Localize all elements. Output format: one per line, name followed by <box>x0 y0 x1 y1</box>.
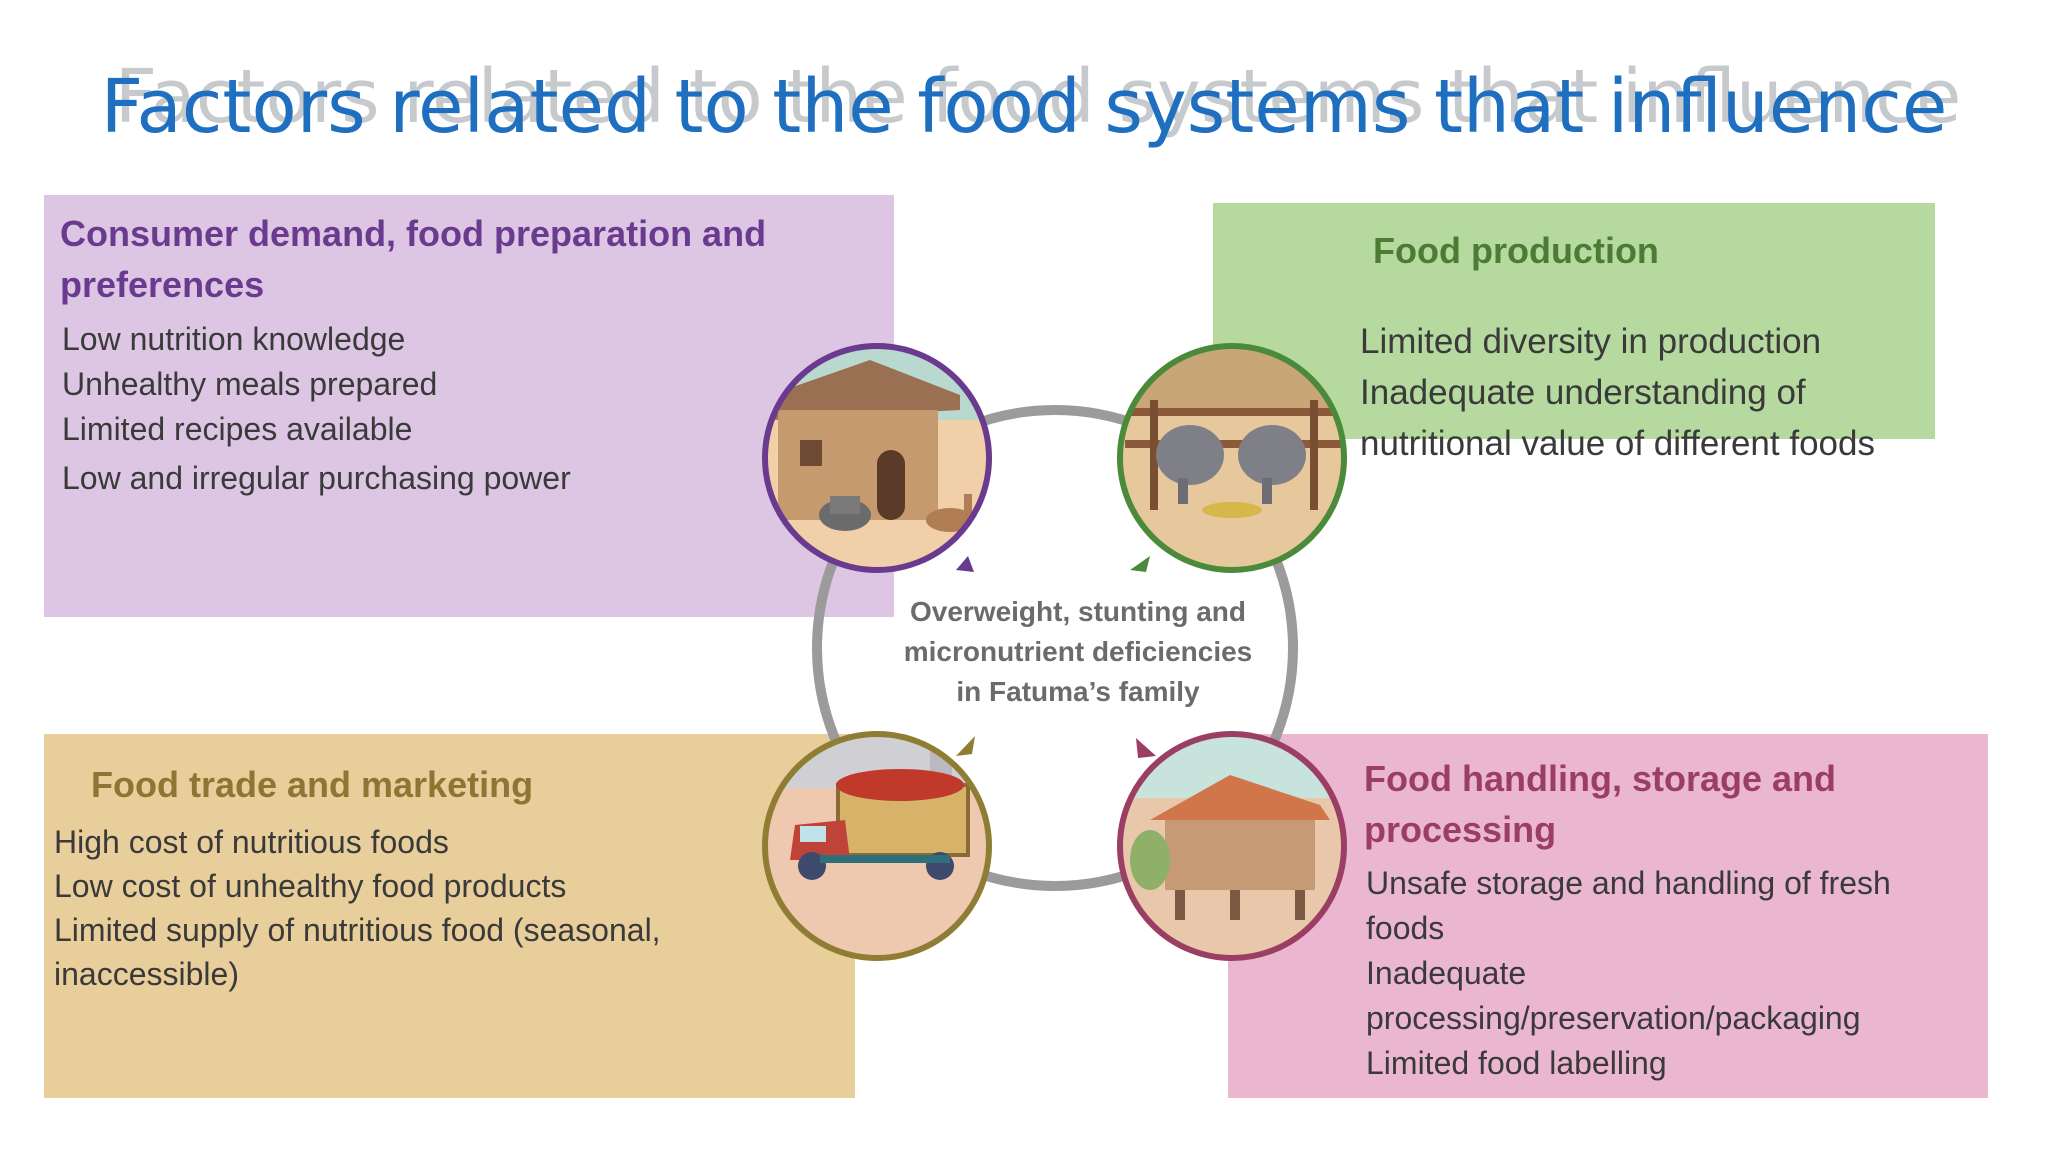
center-label-line: micronutrient deficiencies <box>903 636 1253 667</box>
list-item: Inadequate <box>1366 955 1527 991</box>
heading-line: Food handling, storage and <box>1364 758 1836 799</box>
house-cooking-icon <box>762 343 992 573</box>
heading-line: Food trade and marketing <box>91 764 534 805</box>
arrow-green-icon <box>1130 556 1150 572</box>
cycle-ring <box>812 405 1298 891</box>
list-item: Unhealthy meals prepared <box>62 366 438 402</box>
food-trade-list: High cost of nutritious foods Low cost o… <box>54 820 754 996</box>
list-item: High cost of nutritious foods <box>54 824 449 860</box>
food-trade-box <box>44 734 855 1098</box>
food-production-list: Limited diversity in production Inadequa… <box>1360 316 1970 469</box>
arrow-pink-icon <box>1136 738 1156 758</box>
list-item: Limited supply of nutritious food (seaso… <box>54 912 661 948</box>
list-item: Unsafe storage and handling of fresh <box>1366 865 1891 901</box>
slide-title-text: Factors related to the food systems that… <box>100 64 1948 150</box>
heading-line: Consumer demand, food preparation and <box>60 213 767 254</box>
heading-line: preferences <box>60 264 265 305</box>
consumer-demand-list: Low nutrition knowledge Unhealthy meals … <box>62 317 842 501</box>
list-item: nutritional value of different foods <box>1360 424 1875 463</box>
list-item: Limited recipes available <box>62 411 413 447</box>
list-item: Limited diversity in production <box>1360 322 1822 361</box>
consumer-demand-box <box>44 195 894 617</box>
list-item: Low and irregular purchasing power <box>62 460 571 496</box>
consumer-demand-heading: Consumer demand, food preparation and pr… <box>60 208 860 310</box>
center-label-line: in Fatuma’s family <box>956 676 1200 707</box>
storage-granary-icon <box>1117 731 1347 961</box>
arrow-gold-icon <box>956 736 975 756</box>
slide-title: Factors related to the food systems that… <box>0 52 2048 162</box>
list-item: processing/preservation/packaging <box>1366 1000 1861 1036</box>
produce-truck-icon <box>762 731 992 961</box>
list-item: Limited food labelling <box>1366 1045 1667 1081</box>
food-handling-box <box>1228 734 1988 1098</box>
food-trade-heading: Food trade and marketing <box>91 759 791 810</box>
food-handling-list: Unsafe storage and handling of fresh foo… <box>1366 861 1966 1086</box>
list-item: inaccessible) <box>54 956 239 992</box>
list-item: Inadequate understanding of <box>1360 373 1806 412</box>
center-label-line: Overweight, stunting and <box>909 596 1246 627</box>
list-item: Low cost of unhealthy food products <box>54 868 567 904</box>
heading-line: processing <box>1364 809 1557 850</box>
list-item: Low nutrition knowledge <box>62 321 406 357</box>
center-outcome-label: Overweight, stunting and micronutrient d… <box>878 592 1278 712</box>
food-production-heading: Food production <box>1373 225 1913 276</box>
food-production-box <box>1213 203 1935 439</box>
heading-line: Food production <box>1373 230 1659 271</box>
slide-title-shadow: Factors related to the food systems that… <box>114 54 1962 140</box>
arrow-purple-icon <box>956 556 974 572</box>
livestock-pen-icon <box>1117 343 1347 573</box>
food-handling-heading: Food handling, storage and processing <box>1364 753 1964 855</box>
list-item: foods <box>1366 910 1445 946</box>
